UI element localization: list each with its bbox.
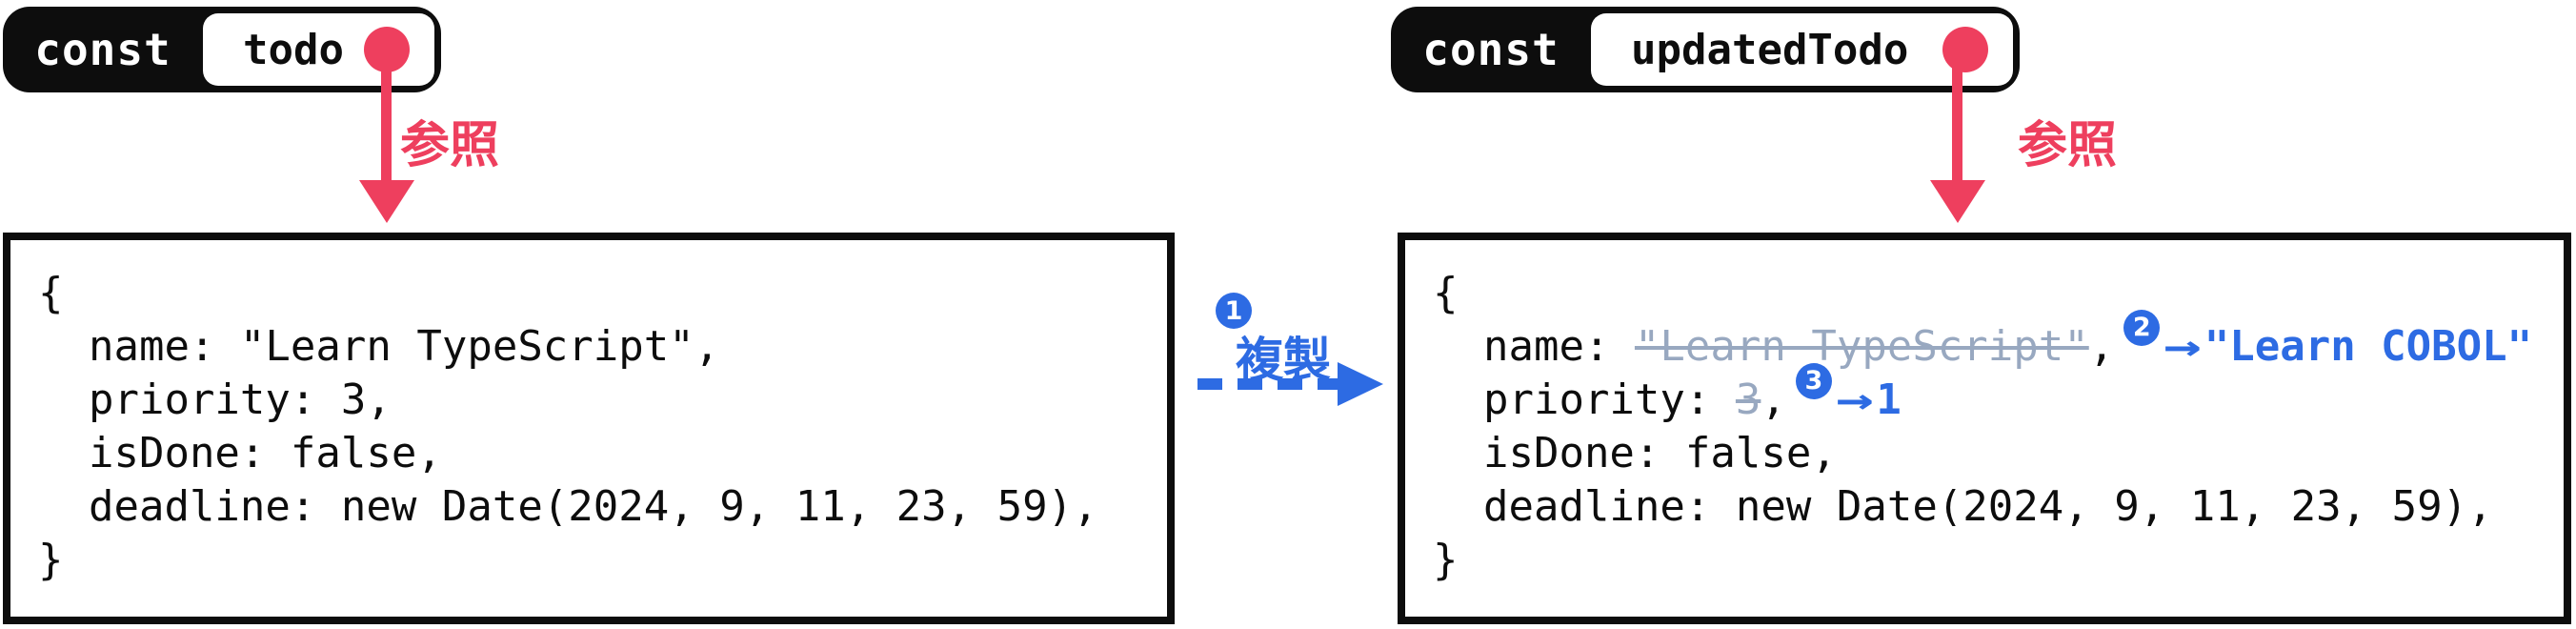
code-line: name: "Learn TypeScript", — [38, 322, 720, 371]
reference-dot-icon — [1942, 27, 1988, 72]
reference-arrow-head-icon — [1930, 180, 1985, 223]
variable-name-box: updatedTodo — [1591, 13, 2013, 86]
new-priority-value: →1 — [1836, 375, 1902, 424]
const-keyword-label: const — [34, 24, 171, 75]
variable-name-todo: todo — [243, 25, 344, 74]
step-badge-3: 3 — [1795, 363, 1832, 399]
code-line: deadline: new Date(2024, 9, 11, 23, 59), — [38, 482, 1098, 531]
code-line: isDone: false, — [1433, 429, 1837, 477]
reference-arrow-line — [381, 50, 392, 183]
step-badge-1: 1 — [1216, 293, 1252, 329]
change-arrow-icon: → — [2163, 322, 2202, 371]
code-line-name: name: "Learn TypeScript",2→"Learn COBOL" — [1433, 310, 2564, 374]
variable-name-updated-todo: updatedTodo — [1631, 25, 1909, 74]
old-name-value: "Learn TypeScript" — [1634, 322, 2089, 371]
comma: , — [1761, 375, 1786, 424]
variable-name-box: todo — [203, 13, 434, 86]
code-line: { — [38, 269, 64, 317]
change-arrow-icon: → — [1835, 375, 1874, 424]
copy-label: 複製 — [1236, 334, 1331, 387]
step-badge-2: 2 — [2123, 310, 2161, 346]
reference-label: 参照 — [400, 118, 500, 173]
copy-arrow-dashed-line — [1197, 378, 1340, 390]
copy-arrow-head-icon — [1338, 362, 1383, 406]
code-line: } — [38, 536, 64, 584]
code-line-priority: priority: 3,3→1 — [1433, 363, 2564, 427]
new-name-value: →"Learn COBOL" — [2163, 322, 2532, 371]
code-line: } — [1433, 536, 1459, 584]
reference-arrow-head-icon — [359, 180, 414, 223]
old-priority-value: 3 — [1735, 375, 1761, 424]
code-line: isDone: false, — [38, 429, 442, 477]
new-priority-text: 1 — [1876, 375, 1902, 424]
code-line: priority: 3, — [38, 375, 392, 424]
updated-todo-object-box: { name: "Learn TypeScript",2→"Learn COBO… — [1398, 233, 2571, 624]
comma: , — [2088, 322, 2115, 371]
code-line: { — [1433, 269, 1459, 317]
name-prefix: name: — [1433, 322, 1635, 371]
const-keyword-label: const — [1422, 24, 1560, 75]
new-name-text: "Learn COBOL" — [2204, 322, 2533, 371]
reference-label: 参照 — [2018, 118, 2118, 173]
todo-object-box: { name: "Learn TypeScript", priority: 3,… — [3, 233, 1175, 624]
priority-prefix: priority: — [1433, 375, 1736, 424]
variable-pill-updated-todo: const updatedTodo — [1391, 7, 2020, 92]
code-line: deadline: new Date(2024, 9, 11, 23, 59), — [1433, 482, 2493, 531]
variable-pill-todo: const todo — [3, 7, 441, 92]
reference-arrow-line — [1952, 50, 1962, 183]
